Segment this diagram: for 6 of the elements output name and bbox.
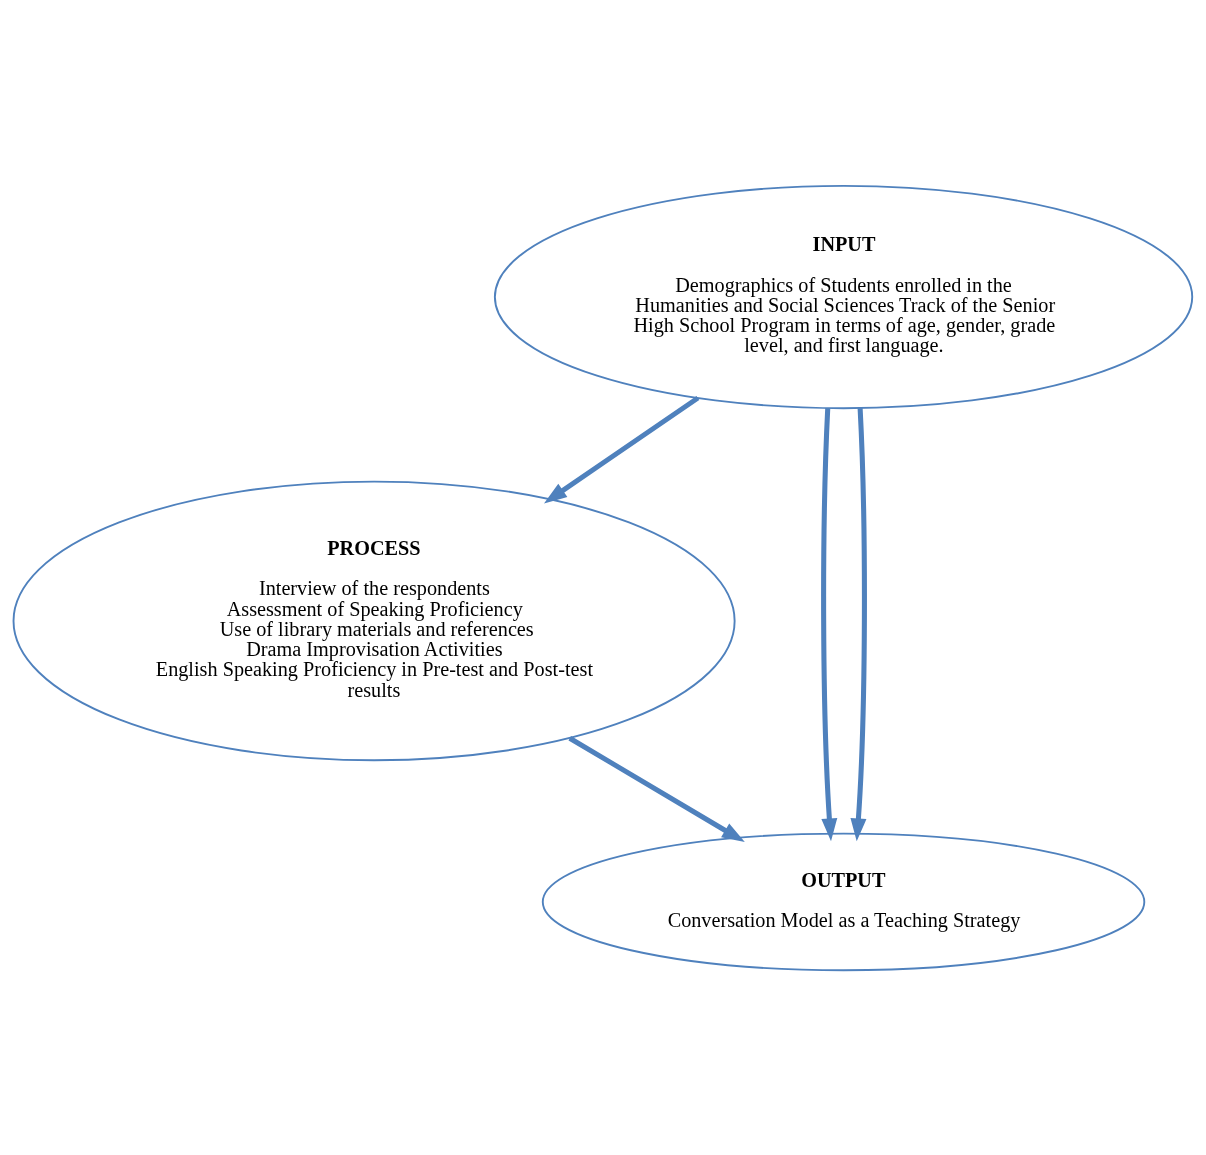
node-ellipse: OUTPUT Conversation Model as a Teaching Strategy [541, 832, 1146, 971]
arrow [544, 395, 700, 503]
arrow [850, 407, 867, 841]
node-ellipse: INPUT Demographics of Students enrolled in the Humanities and Social Sciences Track of the Senior High School Program in terms of age, gender, grade level, and first language. [493, 184, 1194, 409]
arrow [568, 735, 745, 842]
arrow [821, 407, 838, 841]
